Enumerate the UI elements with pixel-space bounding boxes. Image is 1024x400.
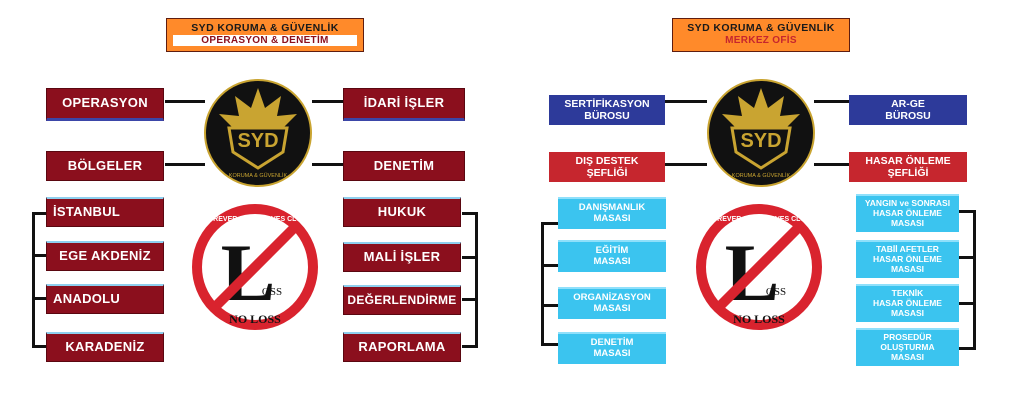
noloss-ring-text: FOREVER SAFE MOVES CLUB [707, 216, 810, 223]
hasar-list-bracket [958, 210, 976, 350]
noloss-ring-text: FOREVER SAFE MOVES CLUB [203, 216, 306, 223]
karadeniz-box: KARADENİZ [46, 332, 164, 362]
connector [462, 256, 476, 259]
connector [541, 304, 559, 307]
ar-ge-burosu-box: AR-GE BÜROSU [849, 95, 967, 125]
connector [462, 298, 476, 301]
connector [958, 256, 976, 259]
sertifikasyon-burosu-box: SERTİFİKASYON BÜROSU [549, 95, 665, 125]
no-loss-badge-logo: L OSS FOREVER SAFE MOVES CLUB NO LOSS [696, 204, 822, 330]
right-list-bracket [462, 212, 478, 348]
dis-destek-sefligi-box: DIŞ DESTEK ŞEFLİĞİ [549, 152, 665, 182]
connector [665, 163, 707, 166]
organizasyon-masasi-box: ORGANİZASYON MASASI [558, 287, 666, 319]
hukuk-box: HUKUK [343, 197, 461, 227]
istanbul-box: İSTANBUL [46, 197, 164, 227]
connector [958, 302, 976, 305]
denetim-masasi-box: DENETİM MASASI [558, 332, 666, 364]
connector [165, 100, 205, 103]
right-header-title: SYD KORUMA & GÜVENLİK [687, 22, 835, 34]
egitim-masasi-box: EĞİTİM MASASI [558, 240, 666, 272]
connector [814, 163, 850, 166]
yangin-masasi-box: YANGIN ve SONRASI HASAR ÖNLEME MASASI [856, 194, 959, 232]
anadolu-box: ANADOLU [46, 284, 164, 314]
left-header-title: SYD KORUMA & GÜVENLİK [191, 22, 339, 34]
masa-list-bracket [541, 222, 559, 346]
connector [32, 297, 46, 300]
hasar-onleme-sefligi-box: HASAR ÖNLEME ŞEFLİĞİ [849, 152, 967, 182]
emblem-letters: SYD [237, 130, 278, 152]
no-loss-badge-logo: L OSS FOREVER SAFE MOVES CLUB NO LOSS [192, 204, 318, 330]
emblem-ring-text: KORUMA & GÜVENLİK [732, 172, 791, 179]
connector [32, 254, 46, 257]
ege-akdeniz-box: EGE AKDENİZ [46, 241, 164, 271]
connector [165, 163, 205, 166]
connector [814, 100, 850, 103]
noloss-bottom-text: NO LOSS [733, 312, 785, 326]
bolgeler-box: BÖLGELER [46, 151, 164, 181]
connector [665, 100, 707, 103]
degerlendirme-box: DEĞERLENDİRME [343, 285, 461, 315]
connector [312, 100, 344, 103]
right-header-subtitle: MERKEZ OFİS [725, 35, 797, 46]
left-header: SYD KORUMA & GÜVENLİK OPERASYON & DENETİ… [166, 18, 364, 52]
operasyon-box: OPERASYON [46, 88, 164, 121]
teknik-masasi-box: TEKNİK HASAR ÖNLEME MASASI [856, 284, 959, 322]
tabii-afetler-masasi-box: TABİİ AFETLER HASAR ÖNLEME MASASI [856, 240, 959, 278]
noloss-small-text: OSS [262, 286, 282, 298]
mali-isler-box: MALİ İŞLER [343, 242, 461, 272]
emblem-letters: SYD [740, 130, 781, 152]
left-list-bracket [32, 212, 48, 348]
denetim-box: DENETİM [343, 151, 465, 181]
connector [312, 163, 344, 166]
idari-isler-box: İDARİ İŞLER [343, 88, 465, 121]
emblem-ring-text: KORUMA & GÜVENLİK [229, 172, 288, 179]
syd-emblem-logo: SYD KORUMA & GÜVENLİK [707, 79, 815, 187]
prosedur-masasi-box: PROSEDÜR OLUŞTURMA MASASI [856, 328, 959, 366]
left-header-subtitle: OPERASYON & DENETİM [173, 35, 357, 46]
raporlama-box: RAPORLAMA [343, 332, 461, 362]
right-header: SYD KORUMA & GÜVENLİK MERKEZ OFİS [672, 18, 850, 52]
connector [541, 264, 559, 267]
syd-emblem-logo: SYD KORUMA & GÜVENLİK [204, 79, 312, 187]
noloss-bottom-text: NO LOSS [229, 312, 281, 326]
noloss-small-text: OSS [766, 286, 786, 298]
danismanlik-masasi-box: DANIŞMANLIK MASASI [558, 197, 666, 229]
